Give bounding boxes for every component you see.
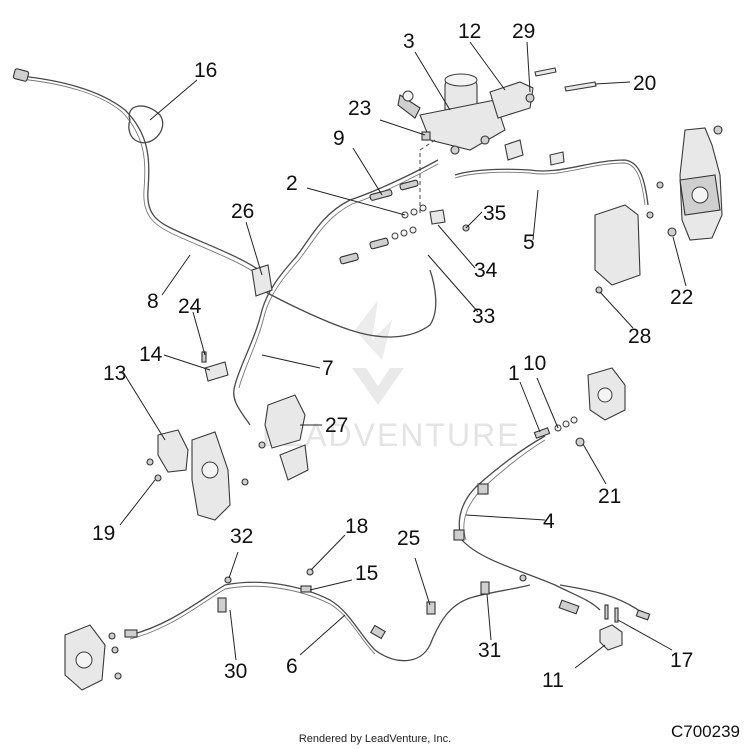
callout-17: 17 (670, 649, 693, 672)
banjo-fittings (339, 179, 470, 265)
callout-15: 15 (355, 562, 378, 585)
master-cylinder-assembly (397, 73, 506, 155)
callout-2: 2 (286, 172, 298, 195)
screw-32 (224, 576, 232, 584)
callout-3: 3 (403, 30, 415, 53)
caliper-front-right (646, 125, 723, 241)
bracket-near-master (504, 139, 524, 161)
callout-13: 13 (103, 362, 126, 385)
callout-22: 22 (670, 286, 693, 309)
callout-23: 23 (348, 97, 371, 120)
clip-30 (217, 597, 227, 613)
caliper-front-left (146, 429, 266, 521)
nut-29 (525, 93, 535, 103)
bolt-20 (564, 81, 597, 92)
brake-line-8 (19, 75, 263, 273)
callout-31: 31 (478, 639, 501, 662)
callout-14: 14 (139, 343, 163, 366)
screw-18 (306, 568, 314, 576)
callout-29: 29 (512, 20, 535, 43)
screw-17 (614, 607, 619, 623)
callout-6: 6 (286, 655, 298, 678)
caliper-rear-right (533, 367, 626, 447)
callout-5: 5 (523, 231, 535, 254)
brake-shield-28 (594, 204, 641, 286)
line-end-fitting-16 (12, 68, 30, 82)
junction-block-35 (429, 209, 446, 225)
callout-30: 30 (224, 660, 247, 683)
brake-shield-27 (264, 394, 306, 449)
block-11 (599, 624, 623, 651)
callout-labels: 3 12 29 16 20 23 9 2 26 35 5 8 24 34 22 … (92, 20, 693, 692)
master-cylinder-body (419, 99, 506, 151)
reservoir-cap (444, 73, 478, 87)
callout-25: 25 (397, 527, 420, 550)
callout-10: 10 (523, 352, 546, 375)
callout-20: 20 (633, 72, 656, 95)
clip-14 (204, 361, 229, 382)
drawing-code: C700239 (670, 722, 740, 741)
line-clip-16 (128, 105, 164, 144)
caliper-rear-left (64, 624, 138, 691)
callout-21: 21 (598, 485, 621, 508)
clip-25 (426, 601, 436, 615)
bracket-26 (251, 264, 273, 297)
callout-34: 34 (474, 259, 498, 282)
callout-11: 11 (542, 669, 564, 692)
screw-24 (201, 351, 207, 363)
brake-line-6 (129, 581, 531, 662)
callout-8: 8 (147, 290, 159, 313)
callout-27: 27 (325, 414, 348, 437)
callout-18: 18 (345, 515, 368, 538)
callout-7: 7 (322, 357, 334, 380)
bolt-top (534, 67, 557, 77)
clip-15 (300, 585, 312, 593)
brake-lines (12, 68, 649, 662)
caliper-bracket-13 (157, 429, 189, 473)
callout-9: 9 (333, 127, 345, 150)
callout-32: 32 (230, 525, 253, 548)
callout-28: 28 (628, 325, 651, 348)
callout-26: 26 (231, 200, 254, 223)
callout-19: 19 (92, 522, 115, 545)
render-credit: Rendered by LeadVenture, Inc. (298, 733, 452, 745)
callout-16: 16 (194, 59, 217, 82)
pushrod (397, 94, 421, 119)
callout-35: 35 (483, 202, 506, 225)
callout-24: 24 (178, 295, 202, 318)
brake-line-5 (454, 159, 649, 206)
brake-line-7 (233, 159, 439, 426)
callout-4: 4 (543, 510, 555, 533)
brake-line-4 (458, 435, 601, 611)
callout-1: 1 (508, 362, 520, 385)
clip-31 (480, 581, 490, 595)
fitting-23 (421, 131, 431, 141)
callout-12: 12 (458, 20, 481, 43)
leader-lines (119, 41, 687, 669)
callout-33: 33 (472, 305, 495, 328)
